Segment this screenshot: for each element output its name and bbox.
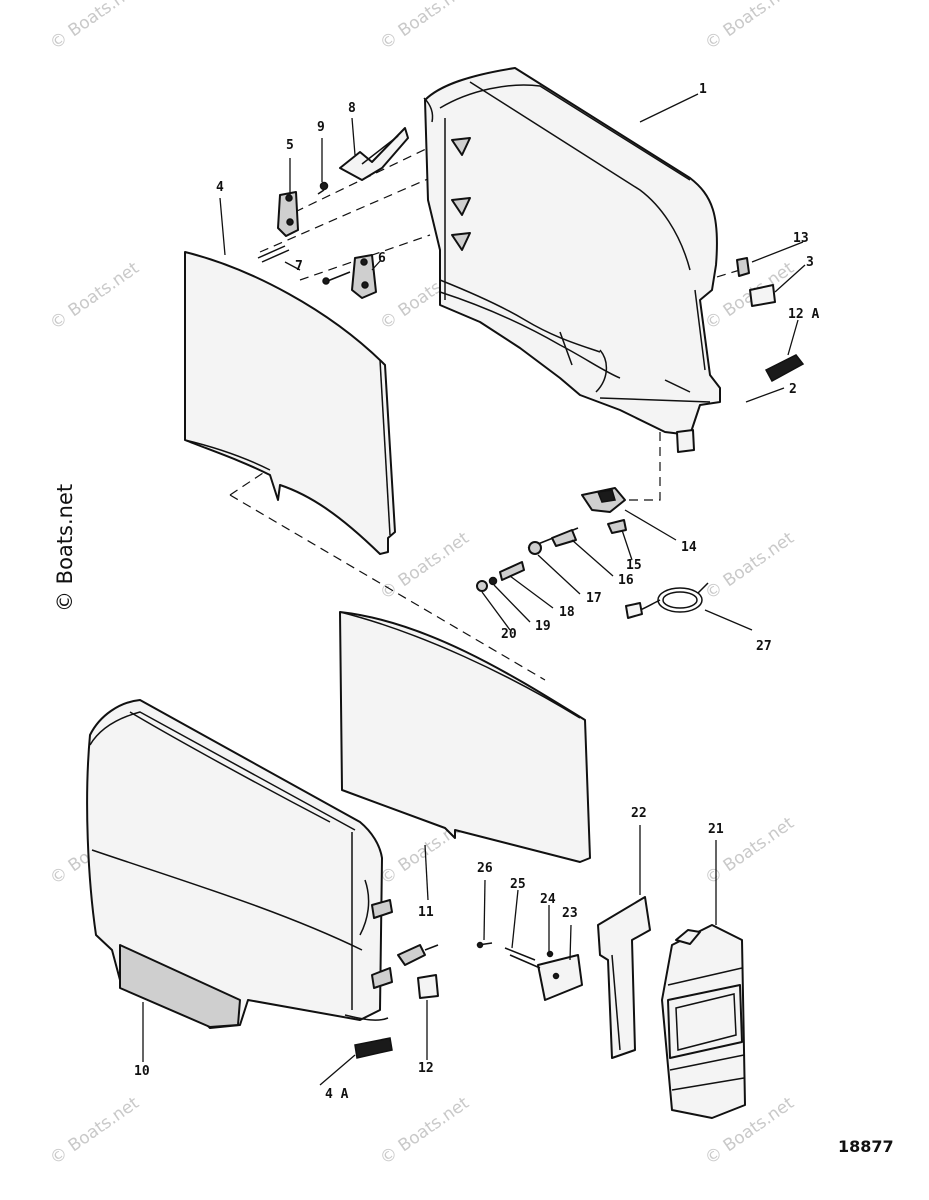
hardware-parts-15-20 bbox=[476, 519, 627, 592]
small-parts-right-upper bbox=[676, 257, 805, 453]
callout-2: 2 bbox=[789, 382, 797, 397]
callout-21: 21 bbox=[708, 822, 724, 837]
watermark-text: © Boats.net bbox=[701, 0, 798, 54]
callout-18: 18 bbox=[559, 605, 575, 620]
callout-19: 19 bbox=[535, 619, 551, 634]
bracket-part-8 bbox=[339, 127, 409, 181]
callout-3: 3 bbox=[806, 255, 814, 270]
callout-26: 26 bbox=[477, 861, 493, 876]
callout-15: 15 bbox=[626, 558, 642, 573]
latch-part-6 bbox=[351, 254, 377, 299]
latch-part-5 bbox=[277, 191, 299, 237]
seal-panel-front bbox=[339, 611, 591, 863]
watermark-text: © Boats.net bbox=[46, 0, 143, 54]
watermark-text: © Boats.net bbox=[376, 528, 473, 604]
front-cowl bbox=[86, 699, 439, 1029]
leader-lines bbox=[142, 93, 806, 1086]
callout-16: 16 bbox=[618, 573, 634, 588]
grille-part-21 bbox=[661, 924, 746, 1119]
callout-9: 9 bbox=[317, 120, 325, 135]
callout-13: 13 bbox=[793, 231, 809, 246]
seal-panel-rear bbox=[184, 251, 396, 555]
callout-4a: 4 A bbox=[325, 1087, 349, 1102]
screw-part-7 bbox=[257, 245, 351, 285]
callout-7: 7 bbox=[295, 259, 303, 274]
callout-6: 6 bbox=[378, 251, 386, 266]
cable-part-27 bbox=[625, 582, 709, 619]
callout-12: 12 bbox=[418, 1061, 434, 1076]
lever-part-14 bbox=[581, 487, 626, 513]
watermark-text: © Boats.net bbox=[701, 528, 798, 604]
figure-number: 18877 bbox=[838, 1137, 894, 1156]
watermark-text: © Boats.net bbox=[46, 258, 143, 334]
callout-14: 14 bbox=[681, 540, 697, 555]
callout-27: 27 bbox=[756, 639, 772, 654]
callout-22: 22 bbox=[631, 806, 647, 821]
callout-11: 11 bbox=[418, 905, 434, 920]
callout-5: 5 bbox=[286, 138, 294, 153]
callout-24: 24 bbox=[540, 892, 556, 907]
callout-labels: 1 2 3 4 4 A 5 6 7 8 9 10 11 12 12 A 13 1… bbox=[134, 82, 819, 1102]
callout-10: 10 bbox=[134, 1064, 150, 1079]
callout-25: 25 bbox=[510, 877, 526, 892]
upper-cowl-rear bbox=[423, 67, 721, 436]
gasket-part-22 bbox=[597, 896, 651, 1059]
watermark-text: © Boats.net bbox=[46, 1093, 143, 1169]
callout-23: 23 bbox=[562, 906, 578, 921]
plate-parts-23-26 bbox=[476, 941, 583, 1001]
callout-17: 17 bbox=[586, 591, 602, 606]
callout-20: 20 bbox=[501, 627, 517, 642]
callout-12a: 12 A bbox=[788, 307, 819, 322]
callout-1: 1 bbox=[699, 82, 707, 97]
watermark-text: © Boats.net bbox=[376, 1093, 473, 1169]
small-parts-lower bbox=[354, 974, 439, 1059]
watermark-text: © Boats.net bbox=[376, 0, 473, 54]
callout-8: 8 bbox=[348, 101, 356, 116]
callout-4: 4 bbox=[216, 180, 224, 195]
screw-part-9 bbox=[317, 181, 329, 195]
vertical-copyright: © Boats.net bbox=[53, 484, 77, 612]
